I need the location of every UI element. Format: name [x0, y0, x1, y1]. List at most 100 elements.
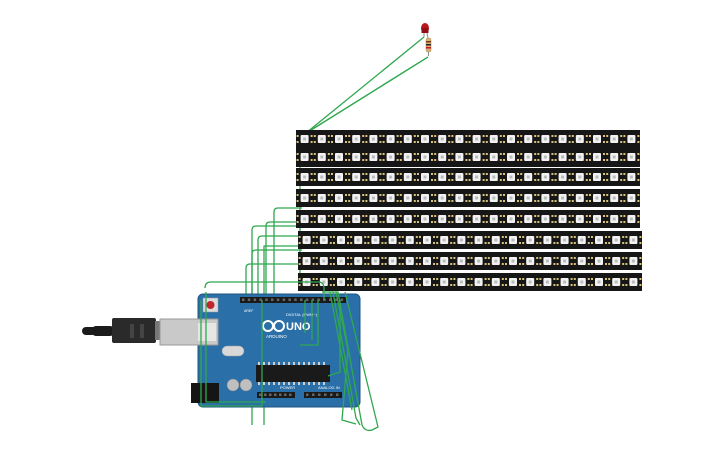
neopixel-led	[606, 135, 623, 143]
jumper-wire[interactable]	[200, 300, 263, 407]
reset-button[interactable]	[206, 301, 215, 309]
led-strip[interactable]	[298, 252, 642, 270]
jumper-wire[interactable]	[273, 207, 302, 300]
neopixel-led	[589, 215, 605, 223]
neopixel-led	[503, 153, 519, 161]
neopixel-led	[537, 194, 554, 202]
neopixel-led	[382, 135, 399, 143]
neopixel-led	[436, 257, 453, 265]
neopixel-led	[554, 153, 571, 161]
led-strip[interactable]	[296, 189, 640, 207]
jumper-wire[interactable]	[257, 235, 302, 300]
neopixel-led	[608, 236, 625, 244]
usb-cable[interactable]	[82, 318, 161, 343]
neopixel-led	[399, 135, 416, 143]
neopixel-led	[331, 153, 347, 161]
neopixel-led	[348, 194, 365, 202]
jumper-wire[interactable]	[322, 291, 379, 432]
neopixel-led	[315, 236, 332, 244]
jumper-wire[interactable]	[332, 291, 361, 426]
neopixel-led	[470, 257, 487, 265]
neopixel-led	[537, 215, 554, 223]
neopixel-led	[520, 173, 537, 181]
neopixel-led	[589, 173, 605, 181]
neopixel-led	[350, 278, 367, 286]
neopixel-led	[434, 173, 451, 181]
neopixel-led	[571, 173, 588, 181]
jumper-wire[interactable]	[300, 300, 319, 346]
jumper-wire[interactable]	[251, 225, 300, 425]
neopixel-led	[468, 194, 485, 202]
led-strip[interactable]	[296, 130, 640, 167]
neopixel-led	[554, 135, 571, 143]
led-strip[interactable]	[296, 168, 640, 186]
neopixel-led	[468, 173, 485, 181]
neopixel-led	[296, 153, 313, 161]
neopixel-led	[589, 194, 605, 202]
neopixel-led	[296, 194, 313, 202]
neopixel-led	[573, 257, 590, 265]
neopixel-led	[623, 215, 640, 223]
led-strip-array[interactable]	[296, 130, 642, 291]
neopixel-led	[382, 153, 399, 161]
neopixel-led	[451, 173, 468, 181]
neopixel-led	[487, 236, 504, 244]
neopixel-led	[365, 173, 382, 181]
jumper-wire[interactable]	[265, 221, 302, 300]
neopixel-led	[434, 215, 451, 223]
neopixel-led	[382, 215, 399, 223]
neopixel-led	[313, 215, 330, 223]
neopixel-led	[399, 194, 416, 202]
neopixel-led	[453, 257, 470, 265]
neopixel-led	[606, 194, 623, 202]
jumper-wire[interactable]	[205, 292, 266, 403]
neopixel-led	[367, 236, 384, 244]
jumper-wire[interactable]	[335, 291, 357, 425]
neopixel-led	[348, 173, 365, 181]
neopixel-led	[539, 257, 556, 265]
analog-header-label: ANALOG IN	[318, 385, 340, 390]
jumper-wire[interactable]	[305, 36, 425, 134]
analog-header	[304, 392, 342, 398]
jumper-wire[interactable]	[329, 291, 353, 411]
neopixel-led	[296, 215, 313, 223]
neopixel-led	[367, 257, 384, 265]
red-led[interactable]	[421, 23, 429, 39]
neopixel-led	[468, 135, 485, 143]
neopixel-led	[451, 135, 468, 143]
neopixel-led	[522, 278, 539, 286]
neopixel-led	[487, 257, 504, 265]
jumper-wire[interactable]	[245, 263, 302, 300]
neopixel-led	[556, 257, 573, 265]
neopixel-led	[365, 135, 382, 143]
neopixel-led	[539, 278, 556, 286]
neopixel-led	[434, 194, 451, 202]
neopixel-led	[522, 236, 539, 244]
led-strip[interactable]	[298, 273, 642, 291]
led-strip[interactable]	[296, 210, 640, 228]
neopixel-led	[537, 153, 554, 161]
resistor[interactable]	[425, 37, 432, 56]
aref-label: AREF	[244, 309, 253, 313]
neopixel-led	[451, 194, 468, 202]
neopixel-led	[520, 215, 537, 223]
jumper-wire[interactable]	[204, 281, 325, 300]
neopixel-led	[625, 278, 642, 286]
neopixel-led	[503, 194, 519, 202]
neopixel-led	[401, 236, 418, 244]
neopixel-led	[417, 215, 433, 223]
neopixel-led	[453, 278, 470, 286]
neopixel-led	[331, 173, 347, 181]
neopixel-led	[539, 236, 556, 244]
jumper-wire[interactable]	[251, 249, 302, 300]
neopixel-led	[571, 215, 588, 223]
led-strip[interactable]	[298, 231, 642, 249]
neopixel-led	[401, 278, 418, 286]
neopixel-led	[382, 194, 399, 202]
arduino-board[interactable]: UNO ARDUINO DIGITAL (PWM~) AREF POWER AN…	[159, 293, 361, 408]
neopixel-led	[623, 194, 640, 202]
neopixel-led	[589, 135, 605, 143]
power-header-label: POWER	[280, 385, 295, 390]
jumper-wire[interactable]	[327, 300, 341, 377]
